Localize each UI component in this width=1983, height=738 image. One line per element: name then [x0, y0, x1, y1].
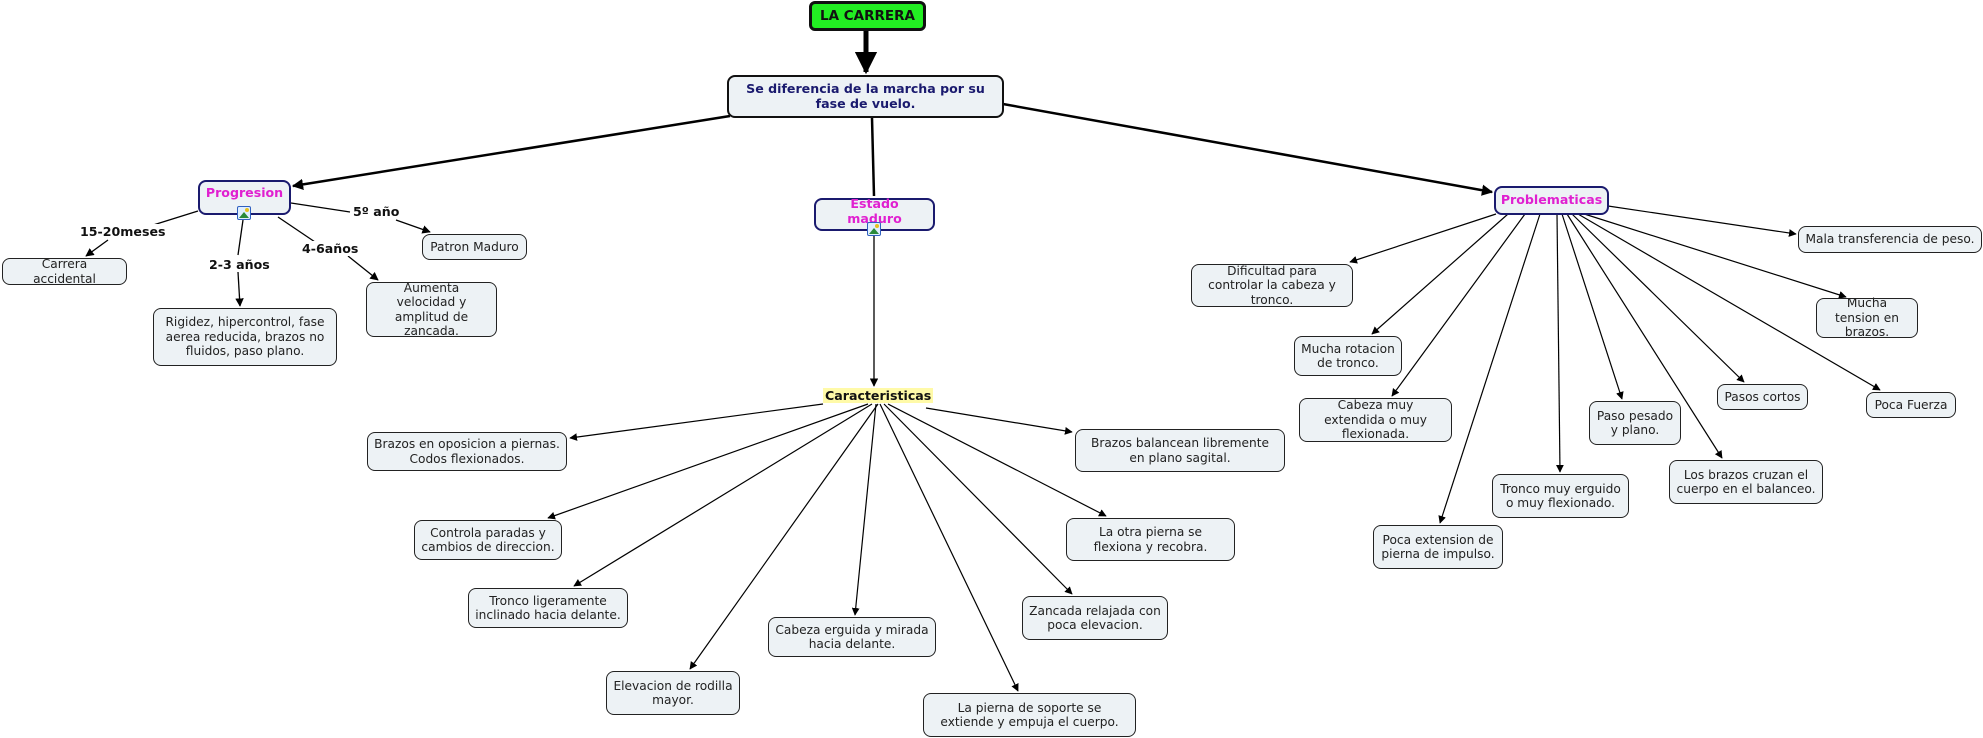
edge-prog-5: [290, 202, 351, 213]
edge-15-20-carrera: [85, 239, 109, 257]
characteristic-otra-pierna[interactable]: La otra pierna se flexiona y recobra.: [1066, 518, 1235, 561]
edge-2-3-rigidez: [235, 271, 244, 307]
concept-text: Pasos cortos: [1724, 389, 1801, 404]
category-label-estado-maduro: Estado maduro: [847, 196, 902, 226]
edge-caracteristica-1: [547, 403, 869, 520]
edge-caracteristica-8: [925, 407, 1073, 435]
concept-text: Elevacion de rodilla mayor.: [613, 678, 733, 708]
concept-text: Cabeza erguida y mirada hacia delante.: [775, 622, 929, 652]
concept-text: Zancada relajada con poca elevacion.: [1029, 603, 1161, 633]
concept-text: Aumenta velocidad y amplitud de zancada.: [394, 280, 469, 339]
problem-poca-extension[interactable]: Poca extension de pierna de impulso.: [1373, 525, 1503, 569]
link-label-2-3-anos: 2-3 años: [207, 257, 272, 272]
concept-text: Rigidez, hipercontrol, fase aerea reduci…: [165, 315, 325, 359]
root-node-label: LA CARRERA: [820, 7, 915, 24]
concept-text: Brazos balancean libremente en plano sag…: [1090, 436, 1270, 465]
problem-dificultad-controlar[interactable]: Dificultad para controlar la cabeza y tr…: [1191, 264, 1353, 307]
characteristic-elevacion-rodilla[interactable]: Elevacion de rodilla mayor.: [606, 671, 740, 715]
edge-problematica-4: [1556, 213, 1564, 473]
concept-patron-maduro[interactable]: Patron Maduro: [422, 234, 527, 260]
concept-text: Los brazos cruzan el cuerpo en el balanc…: [1676, 467, 1816, 497]
link-label-15-20meses: 15-20meses: [78, 224, 168, 239]
link-label-4-6anos: 4-6años: [300, 241, 361, 256]
edge-problematica-10: [1607, 205, 1797, 237]
problem-mala-transferencia[interactable]: Mala transferencia de peso.: [1798, 226, 1982, 253]
category-node-problematicas[interactable]: Problematicas: [1494, 186, 1609, 215]
concept-text: La otra pierna se flexiona y recobra.: [1093, 525, 1208, 554]
concept-text: Controla paradas y cambios de direccion.: [421, 525, 555, 555]
concept-text: Mala transferencia de peso.: [1805, 232, 1975, 247]
image-attachment-icon[interactable]: [237, 206, 251, 220]
problem-poca-fuerza[interactable]: Poca Fuerza: [1866, 392, 1956, 418]
edge-caracteristica-5: [879, 403, 1019, 692]
edge-problematica-0: [1349, 213, 1497, 264]
problem-mucha-tension[interactable]: Mucha tension en brazos.: [1816, 296, 1918, 340]
edge-caracteristica-0: [569, 403, 824, 441]
problem-paso-pesado[interactable]: Paso pesado y plano.: [1589, 401, 1681, 445]
concept-text: Tronco ligeramente inclinado hacia delan…: [475, 593, 621, 623]
link-label-caracteristicas: Caracteristicas: [823, 388, 934, 403]
edge-caracteristica-7: [887, 403, 1107, 517]
edge-problematica-2: [1391, 213, 1526, 397]
edge-problematica-1: [1371, 213, 1509, 335]
edge-main-estado: [870, 117, 876, 197]
edge-main-problematicas: [1002, 102, 1494, 196]
problem-pasos-cortos[interactable]: Pasos cortos: [1717, 384, 1808, 410]
category-label-problematicas: Problematicas: [1500, 192, 1603, 208]
concept-aumenta-velocidad[interactable]: Aumenta velocidad y amplitud de zancada.: [366, 280, 497, 339]
edge-problematica-5: [1561, 213, 1624, 400]
concept-text: Brazos en oposicion a piernas. Codos fle…: [374, 437, 560, 466]
characteristic-brazos-oposicion[interactable]: Brazos en oposicion a piernas. Codos fle…: [367, 432, 567, 471]
edge-prog-2-3: [237, 219, 244, 256]
edge-problematica-7: [1571, 213, 1745, 383]
edge-problematica-6: [1566, 213, 1723, 459]
concept-text: Paso pesado y plano.: [1596, 408, 1674, 438]
characteristic-brazos-balancean[interactable]: Brazos balancean libremente en plano sag…: [1075, 429, 1285, 472]
concept-text: Patron Maduro: [430, 239, 519, 254]
concept-carrera-accidental[interactable]: Carrera accidental: [2, 257, 127, 286]
edge-prog-15-20: [149, 210, 199, 227]
edge-main-progresion: [291, 114, 731, 190]
edge-problematica-9: [1577, 211, 1847, 299]
problem-cabeza-extendida[interactable]: Cabeza muy extendida o muy flexionada.: [1299, 398, 1452, 442]
concept-text: Poca Fuerza: [1874, 397, 1948, 412]
root-node-la-carrera[interactable]: LA CARRERA: [809, 1, 926, 31]
main-concept-node[interactable]: Se diferencia de la marcha por su fase d…: [727, 75, 1004, 118]
problem-mucha-rotacion[interactable]: Mucha rotacion de tronco.: [1294, 336, 1402, 376]
edge-caracteristica-6: [883, 403, 1073, 595]
characteristic-tronco-inclinado[interactable]: Tronco ligeramente inclinado hacia delan…: [468, 588, 628, 628]
category-label-progresion: Progresion: [205, 185, 284, 201]
main-concept-label: Se diferencia de la marcha por su fase d…: [746, 81, 985, 111]
concept-rigidez[interactable]: Rigidez, hipercontrol, fase aerea reduci…: [153, 308, 337, 366]
edge-caracteristica-2: [573, 403, 873, 587]
characteristic-cabeza-erguida[interactable]: Cabeza erguida y mirada hacia delante.: [768, 617, 936, 657]
edge-4-6-aumenta: [347, 255, 379, 281]
concept-text: La pierna de soporte se extiende y empuj…: [940, 700, 1119, 730]
characteristic-zancada-relajada[interactable]: Zancada relajada con poca elevacion.: [1022, 596, 1168, 640]
concept-text: Mucha tension en brazos.: [1834, 296, 1899, 340]
concept-text: Dificultad para controlar la cabeza y tr…: [1208, 263, 1336, 307]
edge-problematica-3: [1438, 213, 1541, 524]
concept-text: Poca extension de pierna de impulso.: [1381, 532, 1495, 562]
concept-text: Mucha rotacion de tronco.: [1301, 341, 1395, 371]
image-attachment-icon[interactable]: [867, 222, 881, 236]
edge-caracteristica-4: [851, 403, 877, 616]
link-label-5-ano: 5º año: [351, 204, 402, 219]
concept-text: Cabeza muy extendida o muy flexionada.: [1324, 398, 1427, 442]
characteristic-pierna-soporte[interactable]: La pierna de soporte se extiende y empuj…: [923, 693, 1136, 737]
problem-brazos-cruzan[interactable]: Los brazos cruzan el cuerpo en el balanc…: [1669, 460, 1823, 504]
concept-text: Tronco muy erguido o muy flexionado.: [1500, 481, 1621, 511]
problem-tronco-erguido[interactable]: Tronco muy erguido o muy flexionado.: [1492, 474, 1629, 518]
edge-5-patron: [395, 219, 431, 234]
characteristic-controla-paradas[interactable]: Controla paradas y cambios de direccion.: [414, 520, 562, 560]
edge-caracteristica-3: [689, 403, 879, 670]
edge-problematica-8: [1577, 213, 1881, 391]
edge-prog-4-6: [277, 216, 319, 245]
concept-text: Carrera accidental: [33, 257, 96, 286]
